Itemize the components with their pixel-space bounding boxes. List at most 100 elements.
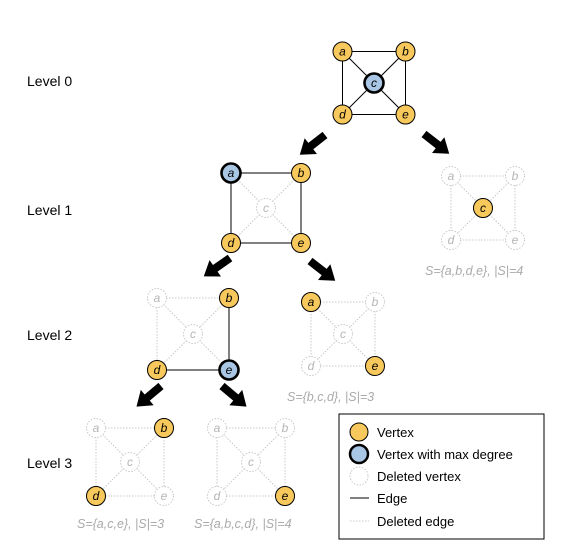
arrow-to-level3-left: [136, 382, 164, 407]
arrow-to-level2-left: [203, 254, 233, 277]
caption-g2r: S={b,c,d}, |S|=3: [287, 390, 374, 404]
legend-deleted-edge-label: Deleted edge: [377, 514, 454, 529]
vertex-label-g3l-e: e: [161, 489, 168, 503]
vertex-label-g0-b: b: [402, 45, 409, 59]
vertex-g3l-a: [86, 418, 106, 438]
graph-g0: a b c d e: [332, 41, 416, 125]
graph-g2r: a b c d e: [301, 292, 385, 376]
vertex-g0-e: [395, 104, 416, 125]
vertex-label-g1-b: b: [298, 166, 305, 180]
vertex-label-g2l-d: d: [154, 363, 161, 377]
vertex-label-g0-e: e: [402, 108, 409, 122]
legend-max-degree-swatch: [348, 443, 370, 465]
vertex-label-g3l-a: a: [93, 421, 100, 435]
vertex-label-g2r-d: d: [308, 359, 315, 373]
vertex-label-g0-c: c: [371, 76, 377, 90]
vertex-g2l-e: [218, 359, 240, 381]
vertex-label-g1r-c: c: [480, 201, 486, 215]
vertex-label-g1r-a: a: [448, 169, 455, 183]
vertex-label-g2l-c: c: [190, 327, 196, 341]
vertex-g3l-e: [154, 486, 174, 506]
vertex-label-g2r-e: e: [372, 359, 379, 373]
graph-g1r: a b c d e: [441, 166, 525, 250]
arrows: [136, 130, 450, 407]
caption-g1r: S={a,b,d,e}, |S|=4: [425, 264, 523, 278]
caption-g3l: S={a,c,e}, |S|=3: [77, 517, 164, 531]
level-label-3: Level 3: [27, 455, 73, 471]
vertex-label-g3l-c: c: [127, 455, 133, 469]
arrow-to-level3-right: [219, 382, 247, 407]
vertex-g3r-a: [207, 418, 227, 438]
vertex-label-g0-d: d: [339, 108, 346, 122]
vertex-g2l-c: [183, 324, 203, 344]
vertex-g1r-a: [441, 166, 461, 186]
vertex-label-g2l-e: e: [226, 363, 233, 377]
caption-g3r: S={a,b,c,d}, |S|=4: [194, 517, 292, 531]
legend-deleted-vertex-swatch: [349, 466, 369, 486]
vertex-label-g1r-d: d: [448, 233, 455, 247]
vertex-label-g3l-b: b: [161, 421, 168, 435]
vertex-label-g1r-b: b: [512, 169, 519, 183]
vertex-g1r-c: [473, 198, 493, 218]
vertex-g1r-b: [505, 166, 525, 186]
vertex-label-g1-e: e: [298, 236, 305, 250]
edge-g1-cd: [230, 207, 267, 244]
vertex-g3r-c: [241, 452, 261, 472]
graph-g2l: a b c d e: [147, 288, 240, 381]
vertex-g3r-b: [275, 418, 295, 438]
level-label-0: Level 0: [27, 73, 73, 89]
legend: Vertex Vertex with max degree Deleted ve…: [338, 413, 545, 540]
legend-edge-label: Edge: [377, 491, 407, 506]
edge-g1-bc: [265, 172, 302, 209]
vertex-label-g2r-c: c: [340, 327, 346, 341]
vertex-g2r-a: [301, 292, 321, 312]
vertex-g3l-d: [86, 486, 106, 506]
vertex-g1-a: [220, 162, 242, 184]
vertex-g2r-b: [365, 292, 385, 312]
vertex-label-g2r-a: a: [308, 295, 315, 309]
vertex-g2r-c: [333, 324, 353, 344]
vertex-label-g1r-e: e: [512, 233, 519, 247]
edge-g1-ce: [265, 207, 302, 244]
vertex-label-g1-a: a: [228, 166, 235, 180]
legend-vertex-label: Vertex: [377, 425, 414, 440]
vertex-g1-d: [221, 233, 241, 253]
edge-g1-ac: [230, 172, 267, 209]
level-label-1: Level 1: [27, 202, 73, 218]
vertex-label-g3r-a: a: [214, 421, 221, 435]
vertex-g1-e: [291, 233, 311, 253]
vertex-g2r-e: [365, 356, 385, 376]
legend-deleted-vertex-label: Deleted vertex: [377, 469, 461, 484]
vertex-g3l-b: [154, 418, 174, 438]
vertex-g1r-d: [441, 230, 461, 250]
vertex-label-g2l-b: b: [226, 291, 233, 305]
vertex-label-g2l-a: a: [154, 291, 161, 305]
graph-g1: a b c d e: [220, 162, 311, 253]
arrow-to-level2-right: [307, 257, 336, 281]
vertex-label-g1-d: d: [228, 236, 235, 250]
vertex-label-g2r-b: b: [372, 295, 379, 309]
vertex-g0-b: [395, 41, 416, 62]
vertex-g1-b: [291, 163, 311, 183]
vertex-label-g3r-d: d: [214, 489, 221, 503]
vertex-g1r-e: [505, 230, 525, 250]
vertex-label-g0-a: a: [339, 45, 346, 59]
level-label-2: Level 2: [27, 327, 73, 343]
vertex-g0-c: [363, 72, 385, 94]
legend-box: [338, 413, 545, 540]
arrow-to-level1-left: [299, 131, 328, 155]
vertex-g2l-a: [147, 288, 167, 308]
vertex-g1-c: [256, 198, 276, 218]
vertex-g0-d: [332, 104, 353, 125]
arrow-to-level1-right: [421, 130, 450, 154]
vertex-label-g1-c: c: [263, 201, 269, 215]
vertex-label-g3r-b: b: [282, 421, 289, 435]
vertex-g3r-e: [275, 486, 295, 506]
vertex-g3r-d: [207, 486, 227, 506]
vertex-g2r-d: [301, 356, 321, 376]
vertex-g0-a: [332, 41, 353, 62]
